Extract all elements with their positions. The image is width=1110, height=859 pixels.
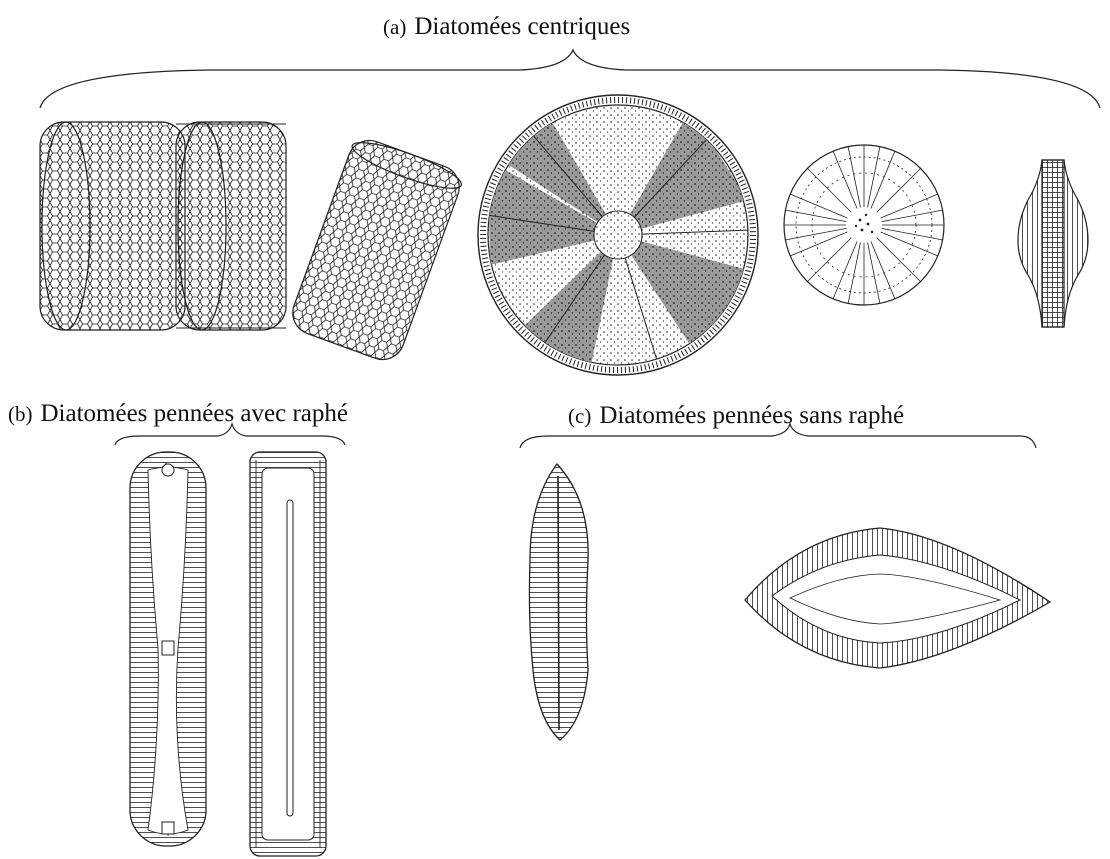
radial-disc-diatom <box>784 145 944 305</box>
pennate-raphe-valve-diatom <box>130 452 206 846</box>
pennate-no-raphe-lens-diatom <box>745 528 1050 668</box>
hat-diatom <box>1018 160 1088 327</box>
cylinder-diatom-2 <box>176 122 286 330</box>
pennate-raphe-girdle-diatom <box>250 452 326 856</box>
brace-c <box>520 424 1036 448</box>
tilted-cylinder-diatom <box>287 134 466 365</box>
pennate-no-raphe-elongated-diatom <box>529 464 588 740</box>
brace-b <box>115 424 345 445</box>
sector-disc-diatom <box>478 95 758 375</box>
brace-a <box>40 50 1100 108</box>
cylinder-diatom-1 <box>40 122 185 330</box>
